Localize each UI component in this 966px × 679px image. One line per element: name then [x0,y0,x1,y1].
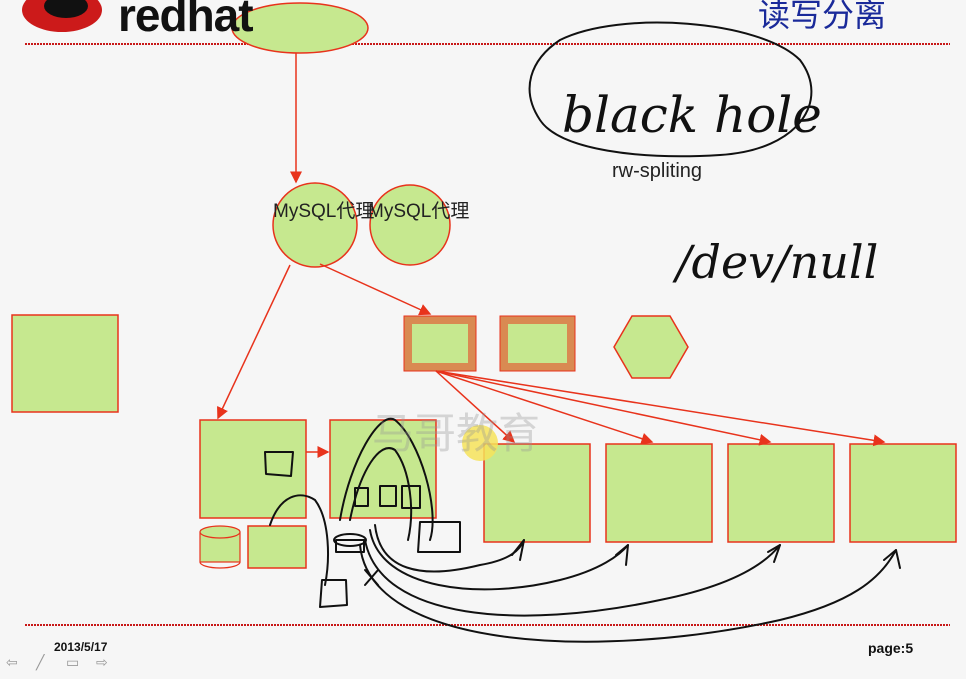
handwriting-ink [264,21,901,643]
replica-node-2 [605,443,713,543]
pointer-highlight [462,425,498,461]
master-beveled-node-2 [499,315,576,372]
database-cylinder-icon [199,525,241,569]
proxy-node-1 [272,182,358,268]
page-number: 5 [905,640,914,656]
blackhole-handwriting: black hole [562,86,822,144]
proxy-label-2: MySQL代理 [368,201,470,222]
connectors [217,53,886,458]
watermark: 马哥教育 [372,409,541,458]
prev-arrow-icon[interactable]: ⇦ [6,654,18,670]
pen-icon[interactable]: ╱ [36,654,45,670]
replica-node-4 [849,443,957,543]
standalone-node [11,314,119,413]
page-indicator: page:5 [868,640,913,656]
master-server-node [199,419,307,519]
replica-node-1 [483,443,591,543]
page-label: page: [868,640,906,656]
master-beveled-node-1 [403,315,477,372]
proxy-node-2 [369,184,451,266]
menu-icon[interactable]: ▭ [66,654,80,670]
brand-wordmark: redhat [118,0,254,41]
slide-title: 读写分离 [758,0,887,34]
client-node [231,2,369,54]
replica-node-3 [727,443,835,543]
slave-server-node [329,419,437,519]
proxy-label-1: MySQL代理 [273,201,375,222]
devnull-handwriting: /dev/null [672,235,878,289]
rw-spliting-label: rw-spliting [612,160,703,182]
redhat-logo-icon [22,0,102,32]
small-node [247,525,307,569]
slide-date: 2013/5/17 [54,640,108,654]
hexagon-node [613,315,689,379]
next-arrow-icon[interactable]: ⇨ [96,654,108,670]
